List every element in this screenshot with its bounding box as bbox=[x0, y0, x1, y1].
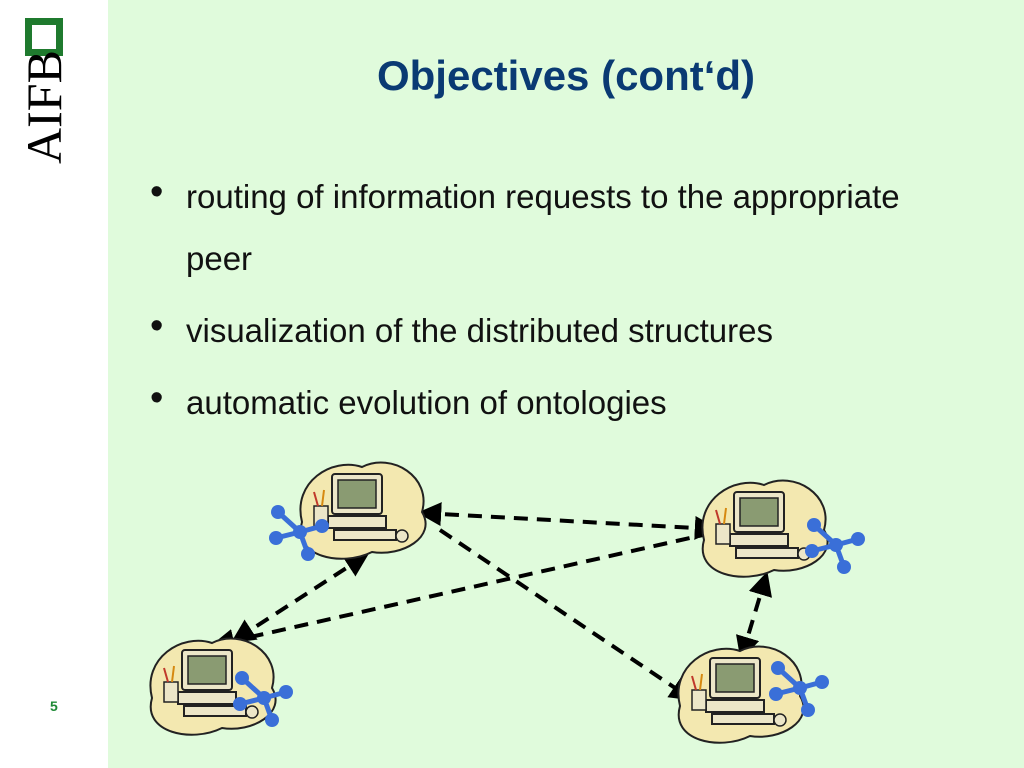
logo-text: AIFB bbox=[16, 50, 72, 164]
bullet-text: automatic evolution of ontologies bbox=[186, 384, 667, 421]
peer-bottom-left bbox=[149, 637, 293, 736]
computer-icon bbox=[299, 461, 427, 560]
connection-top-right-bottom-left bbox=[210, 531, 713, 653]
bullet-icon: • bbox=[150, 171, 164, 213]
aifb-logo: AIFB bbox=[16, 14, 72, 174]
connection-top-left-top-right bbox=[417, 502, 719, 540]
computer-icon bbox=[677, 645, 805, 744]
peer-top-left bbox=[269, 461, 427, 561]
list-item: • automatic evolution of ontologies bbox=[148, 372, 948, 434]
bullet-text: routing of information requests to the a… bbox=[186, 178, 900, 277]
ontology-graph-icon bbox=[805, 518, 865, 574]
peer-top-right bbox=[701, 479, 865, 578]
bullet-list: • routing of information requests to the… bbox=[148, 166, 948, 444]
connection-top-left-bottom-left bbox=[230, 553, 370, 643]
list-item: • visualization of the distributed struc… bbox=[148, 300, 948, 362]
bullet-icon: • bbox=[150, 305, 164, 347]
peer-network-diagram bbox=[149, 461, 1024, 744]
computer-icon bbox=[149, 637, 277, 736]
peer-bottom-right bbox=[677, 645, 829, 744]
bullet-text: visualization of the distributed structu… bbox=[186, 312, 773, 349]
list-item: • routing of information requests to the… bbox=[148, 166, 948, 290]
bullet-icon: • bbox=[150, 377, 164, 419]
connection-top-right-bottom-right bbox=[736, 571, 772, 661]
page-number: 5 bbox=[50, 698, 58, 714]
connection-top-left-bottom-right bbox=[438, 528, 694, 701]
left-margin-bar bbox=[0, 0, 108, 768]
connection-lines bbox=[210, 502, 772, 701]
logo-square-icon bbox=[25, 18, 63, 56]
page-title: Objectives (cont‘d) bbox=[376, 52, 756, 99]
